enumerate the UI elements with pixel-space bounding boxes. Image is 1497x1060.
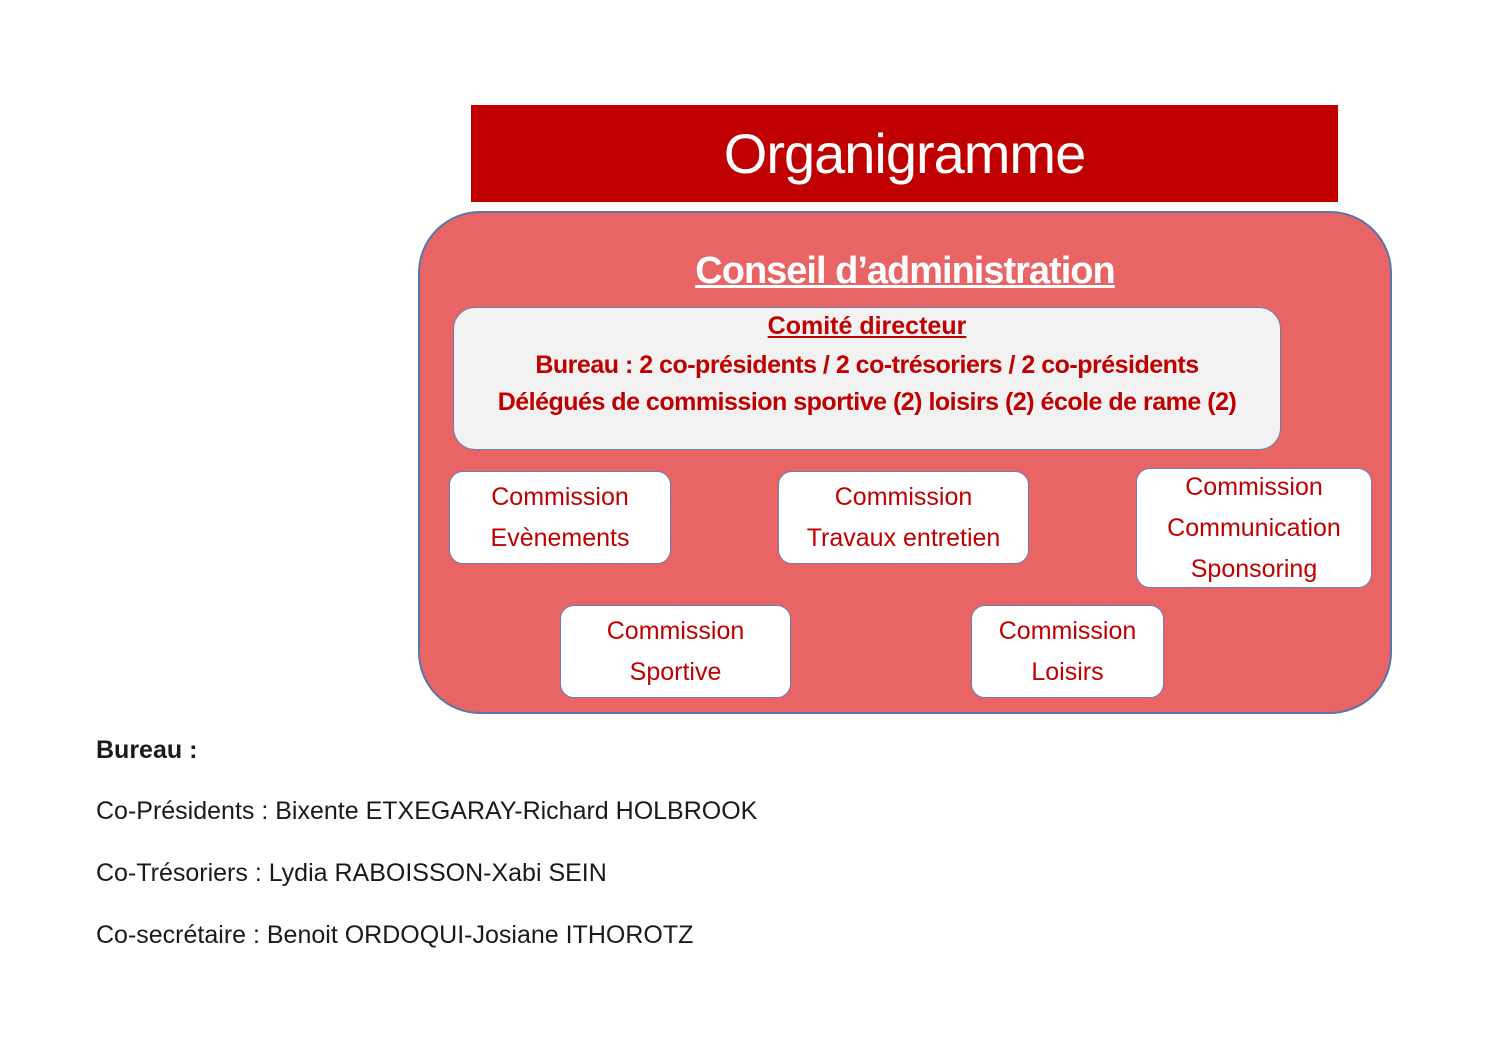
commission-name-2: Sponsoring <box>1190 554 1318 583</box>
commission-name: Evènements <box>490 523 630 552</box>
commission-sportive: Commission Sportive <box>560 605 791 698</box>
bureau-presidents: Co-Présidents : Bixente ETXEGARAY-Richar… <box>96 797 758 825</box>
commission-label: Commission <box>834 482 973 511</box>
commission-name: Communication <box>1167 513 1341 542</box>
title-banner: Organigramme <box>471 105 1338 202</box>
commission-label: Commission <box>606 616 745 645</box>
commission-travaux: Commission Travaux entretien <box>778 471 1029 564</box>
comite-bureau-line: Bureau : 2 co-présidents / 2 co-trésorie… <box>535 351 1199 379</box>
commission-name: Travaux entretien <box>806 523 1001 552</box>
bureau-tresoriers: Co-Trésoriers : Lydia RABOISSON-Xabi SEI… <box>96 859 607 887</box>
page-title: Organigramme <box>723 122 1086 185</box>
comite-delegues-line: Délégués de commission sportive (2) lois… <box>497 388 1237 416</box>
commission-label: Commission <box>491 482 629 511</box>
commission-communication: Commission Communication Sponsoring <box>1136 468 1372 588</box>
commission-evenements: Commission Evènements <box>449 471 671 564</box>
comite-title: Comité directeur <box>767 312 967 340</box>
commission-name: Loisirs <box>1031 657 1104 686</box>
commission-name: Sportive <box>629 657 722 686</box>
bureau-secretaires: Co-secrétaire : Benoit ORDOQUI-Josiane I… <box>96 921 694 949</box>
commission-label: Commission <box>998 616 1137 645</box>
comite-directeur-box: Comité directeur Bureau : 2 co-président… <box>453 307 1281 450</box>
commission-loisirs: Commission Loisirs <box>971 605 1164 698</box>
conseil-title: Conseil d’administration <box>695 250 1115 292</box>
commission-label: Commission <box>1185 472 1323 501</box>
bureau-heading: Bureau : <box>96 736 198 764</box>
